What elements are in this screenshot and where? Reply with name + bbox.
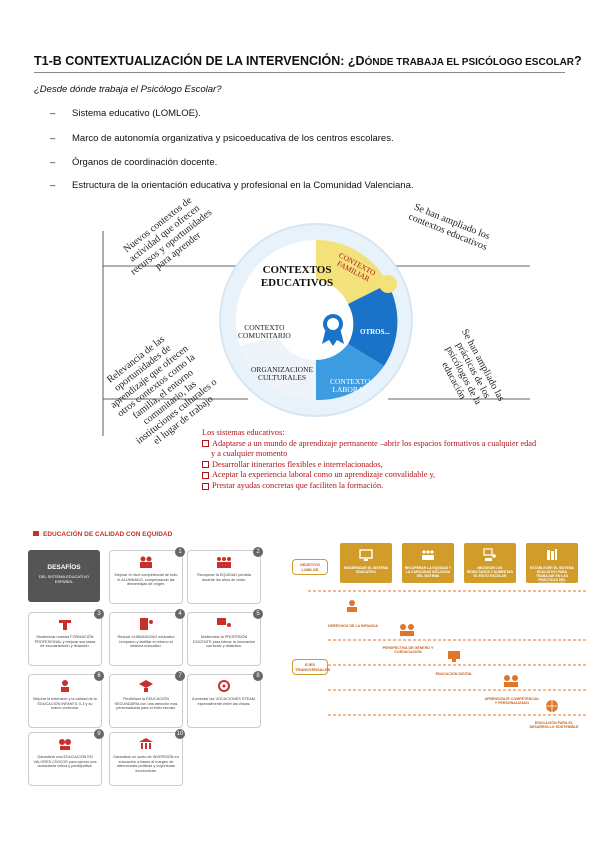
ejes-transversales-label: EJES TRANSVERSALES xyxy=(292,659,330,675)
title-rule xyxy=(34,72,565,73)
learning-icon xyxy=(504,675,518,687)
classroom-icon xyxy=(483,548,496,561)
medal-icon xyxy=(322,314,344,346)
objetivo-box: ESTABLECER EL SISTEMA EDUCATIVO PARA TRA… xyxy=(526,543,578,586)
people-icon xyxy=(422,550,434,560)
objetivo-box: MEJORAR LOS RESULTADOS Y AUMENTAR EL ÉXI… xyxy=(464,543,516,583)
sistemas-item-cont: y a cualquier momento xyxy=(211,449,288,459)
sistemas-title: Los sistemas educativos: xyxy=(202,428,285,437)
ejes-lines xyxy=(308,590,588,716)
eje-item: EDUCACIÓN DIGITAL xyxy=(435,672,473,676)
lomloe-infographic: OBJETIVO LOMLOE EJES TRANSVERSALES MODER… xyxy=(288,535,594,755)
objetivo-box: MODERNIZAR EL SISTEMA EDUCATIVO xyxy=(340,543,392,583)
science-icon xyxy=(218,680,230,692)
desafios-box: DESAFÍOS DEL SISTEMA EDUCATIVO ESPAÑOL xyxy=(28,550,100,602)
students-icon xyxy=(140,556,152,568)
label-contexto-laboral: CONTEXTO LABORAL xyxy=(330,377,371,394)
label-otros: OTROS... xyxy=(360,328,390,336)
bank-icon xyxy=(139,738,153,749)
books-icon xyxy=(547,549,557,560)
teacher-icon xyxy=(217,618,231,627)
bullet-item: –Sistema educativo (LOMLOE). xyxy=(50,108,201,119)
tools-icon xyxy=(59,620,71,630)
sistemas-item: Adaptarse a un mundo de aprendizaje perm… xyxy=(202,439,536,450)
eje-item: DERECHOS DE LA INFANCIA xyxy=(328,624,378,628)
eje-item: EDUCACIÓN PARA EL DESARROLLO SOSTENIBLE xyxy=(529,721,579,730)
label-contexto-comunitario: CONTEXTO COMUNITARIO xyxy=(238,323,291,340)
eje-item: APRENDIZAJE COMPETENCIAL Y PERSONALIZADO xyxy=(484,697,540,706)
bullet-item: –Estructura de la orientación educativa … xyxy=(50,180,414,191)
objetivo-box: RECUPERAR LA EQUIDAD Y LA CAPACIDAD INCL… xyxy=(402,543,454,583)
digital-icon xyxy=(448,651,460,662)
eje-item: PERSPECTIVA DE GÉNERO Y COEDUCACIÓN xyxy=(382,646,434,655)
child-icon xyxy=(61,680,69,692)
desafios-heading: EDUCACIÓN DE CALIDAD CON EQUIDAD xyxy=(33,531,172,538)
bullet-item: –Marco de autonomía organizativa y psico… xyxy=(50,133,394,144)
contextos-educativos-infographic: Nuevos contextos de actividad que ofrece… xyxy=(98,195,536,514)
sistemas-item: Aceptar la experiencia laboral como un a… xyxy=(202,470,536,481)
exit-icon xyxy=(140,618,153,630)
sistemas-item: Prestar ayudas concretas que faciliten l… xyxy=(202,481,536,492)
group-icon xyxy=(217,557,231,568)
label-organizaciones-culturales: ORGANIZACIONE CULTURALES xyxy=(251,365,314,382)
sistemas-item: Desarrollar itinerarios flexibles e inte… xyxy=(202,460,536,471)
desafios-infographic: EDUCACIÓN DE CALIDAD CON EQUIDAD DESAFÍO… xyxy=(25,528,265,786)
globe-icon xyxy=(546,700,558,712)
computer-icon xyxy=(359,549,373,561)
hands-icon xyxy=(59,739,71,750)
graduate-icon xyxy=(139,680,153,692)
heading-marker-icon xyxy=(33,531,39,536)
gender-icon xyxy=(400,624,414,636)
bullet-item: –Órganos de coordinación docente. xyxy=(50,157,218,168)
infographic-lines xyxy=(102,223,530,436)
page-title: T1-B CONTEXTUALIZACIÓN DE LA INTERVENCIÓ… xyxy=(34,54,582,68)
child-rights-icon xyxy=(347,600,357,612)
section-question: ¿Desde dónde trabaja el Psicólogo Escola… xyxy=(34,84,222,95)
sistemas-educativos-list: Los sistemas educativos: Adaptarse a un … xyxy=(202,428,536,492)
objetivo-lomloe-label: OBJETIVO LOMLOE xyxy=(292,559,328,575)
